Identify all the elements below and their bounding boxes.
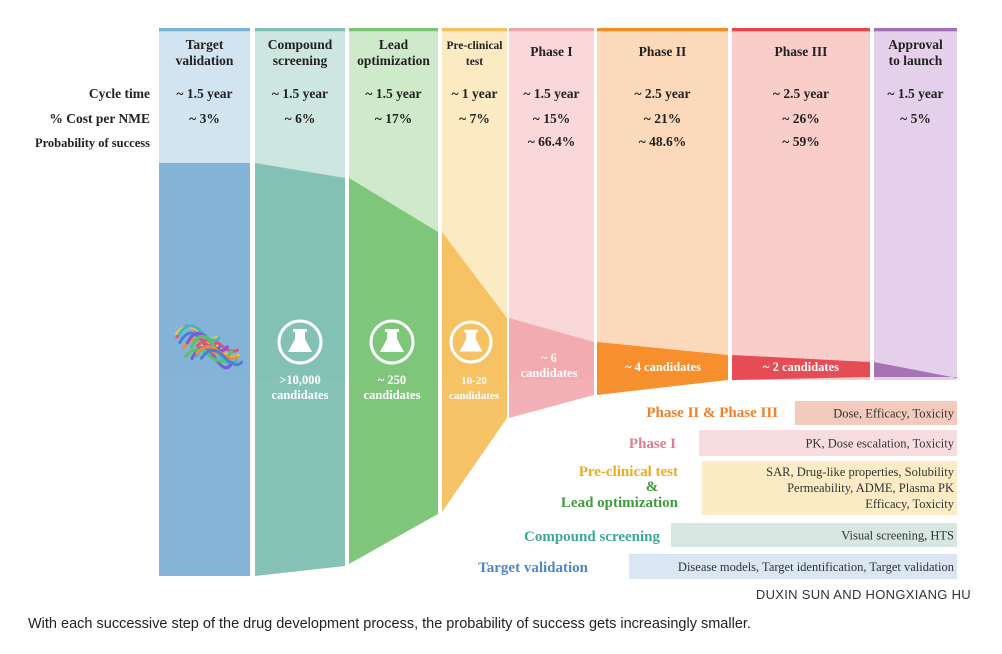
detail-stage2-label: Lead optimization: [561, 495, 679, 511]
detail-box-3: [702, 461, 957, 515]
stage-top-bar-8: [874, 28, 957, 32]
cost-value-3: ~ 17%: [375, 111, 412, 126]
funnel-segment-7: [732, 355, 870, 380]
detail-stage-separator: &: [646, 479, 659, 495]
funnel-segment-5: [509, 318, 594, 418]
cycle-time-value-4: ~ 1 year: [451, 86, 497, 101]
stage-panel-5: [509, 32, 594, 380]
candidates-label-6: ~ 4 candidates: [625, 360, 701, 374]
cost-value-7: ~ 26%: [782, 111, 819, 126]
cycle-time-value-6: ~ 2.5 year: [634, 86, 690, 101]
stage-top-bar-2: [255, 28, 345, 32]
cost-value-5: ~ 15%: [533, 111, 570, 126]
cost-value-1: ~ 3%: [189, 111, 220, 126]
funnel-segment-8: [874, 362, 957, 378]
flask-icon-compound-screening: [277, 319, 323, 365]
detail-stage-label-5: Target validation: [478, 560, 589, 576]
detail-stage-label-3: Pre-clinical test: [579, 464, 678, 480]
detail-box-1: [795, 401, 957, 425]
cycle-time-value-8: ~ 1.5 year: [887, 86, 943, 101]
row-label-cost: % Cost per NME: [49, 111, 150, 126]
candidates-label-7: ~ 2 candidates: [763, 360, 839, 374]
detail-text-4: Visual screening, HTS: [841, 529, 954, 543]
row-label-probability: Probability of success: [35, 136, 150, 150]
stage-panel-7: [732, 32, 870, 380]
stage-top-bar-1: [159, 28, 250, 32]
probability-value-5: ~ 66.4%: [528, 134, 576, 149]
detail-stage-label-1: Phase II & Phase III: [646, 405, 778, 421]
stage-top-bar-5: [509, 28, 594, 32]
cycle-time-value-3: ~ 1.5 year: [365, 86, 421, 101]
funnel-segment-3: [349, 178, 438, 564]
probability-value-6: ~ 48.6%: [639, 134, 687, 149]
flask-icon-lead-optimization: [369, 319, 415, 365]
stage-top-bar-4: [442, 28, 507, 32]
stage-top-bar-7: [732, 28, 870, 32]
protein-structure-icon: [175, 324, 244, 370]
detail-box-4: [671, 523, 957, 547]
detail-text-1: Dose, Efficacy, Toxicity: [833, 407, 954, 421]
cost-value-6: ~ 21%: [644, 111, 681, 126]
funnel-segment-4: [442, 232, 507, 512]
stage-panel-6: [597, 32, 728, 380]
detail-box-2: [699, 430, 957, 456]
cost-value-8: ~ 5%: [900, 111, 931, 126]
funnel-segment-6: [597, 342, 728, 395]
row-label-cycle-time: Cycle time: [89, 86, 150, 101]
image-credit: DUXIN SUN AND HONGXIANG HU: [755, 587, 971, 602]
figure-caption: With each successive step of the drug de…: [28, 616, 751, 632]
detail-stage-label-2: Phase I: [629, 436, 676, 452]
detail-stage-label-4: Compound screening: [524, 529, 660, 545]
cost-value-2: ~ 6%: [285, 111, 316, 126]
cycle-time-value-5: ~ 1.5 year: [523, 86, 579, 101]
stage-top-bar-6: [597, 28, 728, 32]
funnel-segment-2: [255, 163, 345, 576]
cost-value-4: ~ 7%: [459, 111, 490, 126]
detail-box-5: [629, 554, 957, 579]
cycle-time-value-1: ~ 1.5 year: [176, 86, 232, 101]
probability-value-7: ~ 59%: [782, 134, 819, 149]
stage-label-6: Phase II: [639, 44, 687, 59]
cycle-time-value-2: ~ 1.5 year: [272, 86, 328, 101]
stage-label-7: Phase III: [775, 44, 828, 59]
detail-text-5: Disease models, Target identification, T…: [678, 560, 955, 574]
cycle-time-value-7: ~ 2.5 year: [773, 86, 829, 101]
flask-icon-pre-clinical: [449, 320, 493, 364]
funnel-segment-1: [159, 163, 250, 576]
stage-top-bar-3: [349, 28, 438, 32]
stage-label-5: Phase I: [530, 44, 572, 59]
detail-text-2: PK, Dose escalation, Toxicity: [805, 437, 954, 451]
stage-panel-8: [874, 32, 957, 380]
